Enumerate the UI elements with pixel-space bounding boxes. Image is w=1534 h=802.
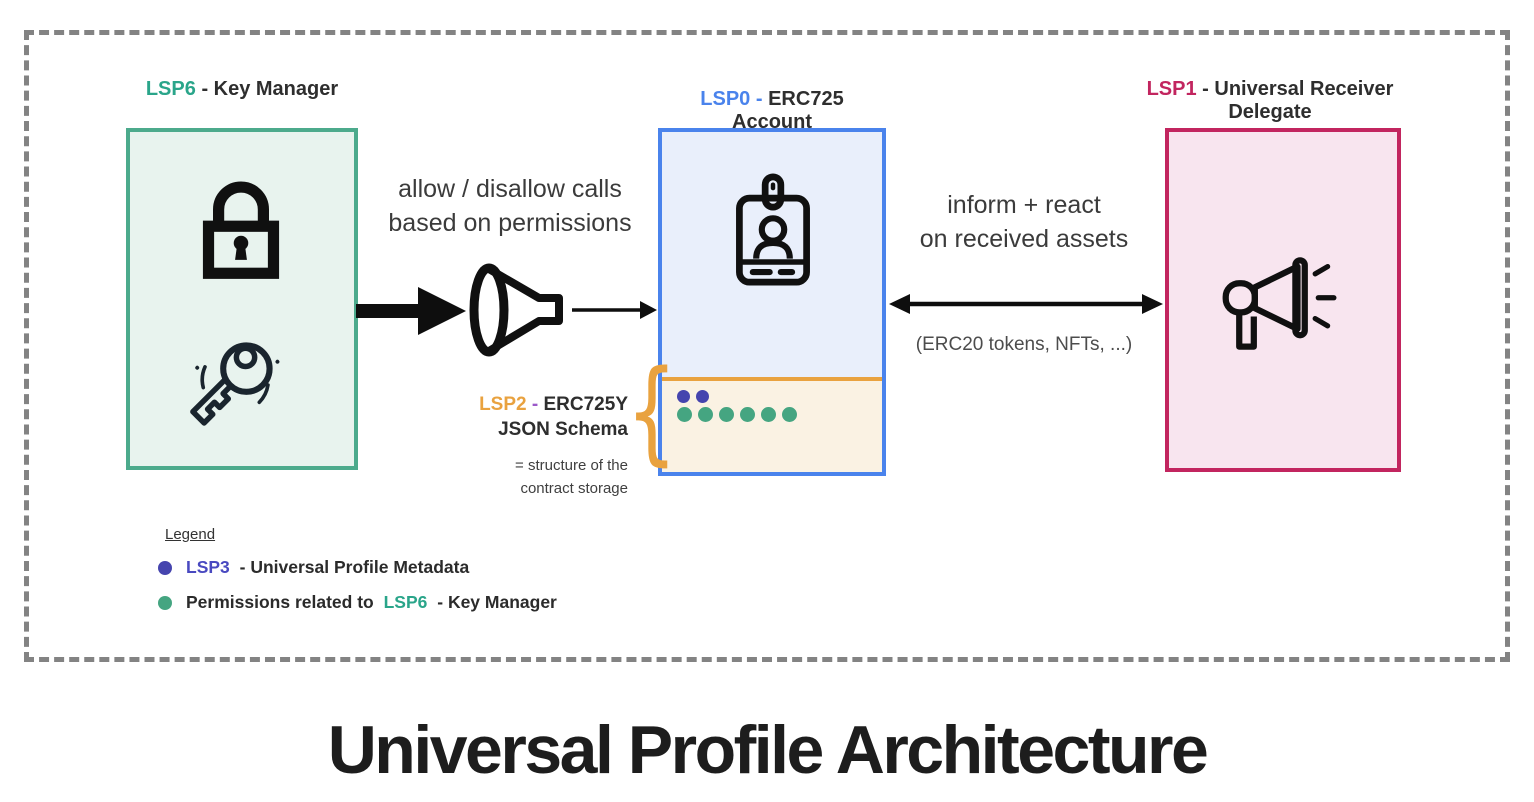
legend-lsp6-rest: - Key Manager (437, 592, 557, 612)
storage-dot (719, 407, 734, 422)
lsp2-tag: LSP2 (479, 394, 527, 415)
lsp2-dash: - (531, 394, 539, 415)
storage-dot (698, 407, 713, 422)
double-arrow-icon (889, 294, 1163, 314)
lsp2-note: = structure of the contract storage (448, 454, 628, 500)
lock-icon (202, 181, 280, 279)
id-badge-icon (736, 173, 810, 286)
legend-row-lsp3: LSP3 - Universal Profile Metadata (158, 557, 557, 578)
lsp1-label: LSP1 - Universal Receiver Delegate (1120, 78, 1420, 124)
legend-title: Legend (165, 526, 216, 543)
inform-note: (ERC20 tokens, NFTs, ...) (915, 334, 1133, 355)
lsp0-box (658, 128, 886, 476)
storage-dot (677, 390, 690, 403)
storage-dot (740, 407, 755, 422)
storage-dot (761, 407, 776, 422)
lsp2-label1: ERC725Y (543, 394, 629, 415)
lsp3-rest: - Universal Profile Metadata (239, 557, 470, 577)
lsp6-label: LSP6 - Key Manager (126, 78, 358, 101)
key-icon (190, 342, 280, 426)
page-title: Universal Profile Architecture (327, 712, 1209, 788)
allow-flow-text: allow / disallow calls based on permissi… (368, 172, 652, 240)
permissions-pre: Permissions related to (186, 592, 374, 612)
legend: Legend LSP3 - Universal Profile Metadata… (158, 526, 557, 613)
legend-row-lsp3-text: LSP3 - Universal Profile Metadata (186, 557, 469, 578)
allow-line2: based on permissions (388, 209, 632, 237)
diagram-frame (24, 30, 1510, 662)
storage-dot (677, 407, 692, 422)
lsp6-label-rest: - Key Manager (201, 78, 339, 100)
inform-line1: inform + react (947, 191, 1101, 219)
inform-line2: on received assets (919, 225, 1129, 253)
lsp1-box (1165, 128, 1401, 472)
schema-storage-strip (662, 377, 882, 472)
funnel-icon (469, 263, 563, 357)
lsp0-tag: LSP0 - (700, 88, 763, 110)
lsp2-line2: JSON Schema (498, 419, 628, 440)
legend-row-permissions: Permissions related to LSP6 - Key Manage… (158, 592, 557, 613)
lsp6-tag: LSP6 (145, 78, 196, 100)
lsp2-note-line2: contract storage (520, 480, 628, 497)
lsp1-label-rest: - Universal Receiver Delegate (1202, 78, 1394, 123)
lsp0-label: LSP0 - ERC725 Account (658, 88, 886, 134)
metadata-dots (677, 390, 882, 403)
lsp3-tag: LSP3 (186, 557, 230, 577)
storage-dot (696, 390, 709, 403)
lsp3-dot-icon (158, 560, 172, 575)
storage-dot (782, 407, 797, 422)
lsp2-annotation: LSP2 - ERC725Y JSON Schema = structure o… (448, 392, 628, 500)
lsp0-label-rest: ERC725 Account (732, 88, 844, 133)
lsp1-tag: LSP1 (1146, 78, 1197, 100)
allow-line1: allow / disallow calls (398, 175, 622, 203)
legend-lsp6-tag: LSP6 (383, 592, 428, 612)
legend-row-permissions-text: Permissions related to LSP6 - Key Manage… (186, 592, 557, 613)
thick-arrow-icon (356, 287, 466, 335)
lsp2-note-line1: = structure of the (515, 457, 628, 474)
permissions-dot-icon (158, 595, 172, 610)
megaphone-icon (1222, 257, 1337, 350)
arrow-to-account-icon (572, 301, 657, 319)
lsp6-box (126, 128, 358, 470)
permission-dots (677, 407, 882, 422)
inform-flow-text: inform + react on received assets (878, 188, 1170, 256)
lsp2-line1: LSP2 - ERC725Y (448, 392, 628, 417)
curly-brace: { (626, 347, 678, 477)
